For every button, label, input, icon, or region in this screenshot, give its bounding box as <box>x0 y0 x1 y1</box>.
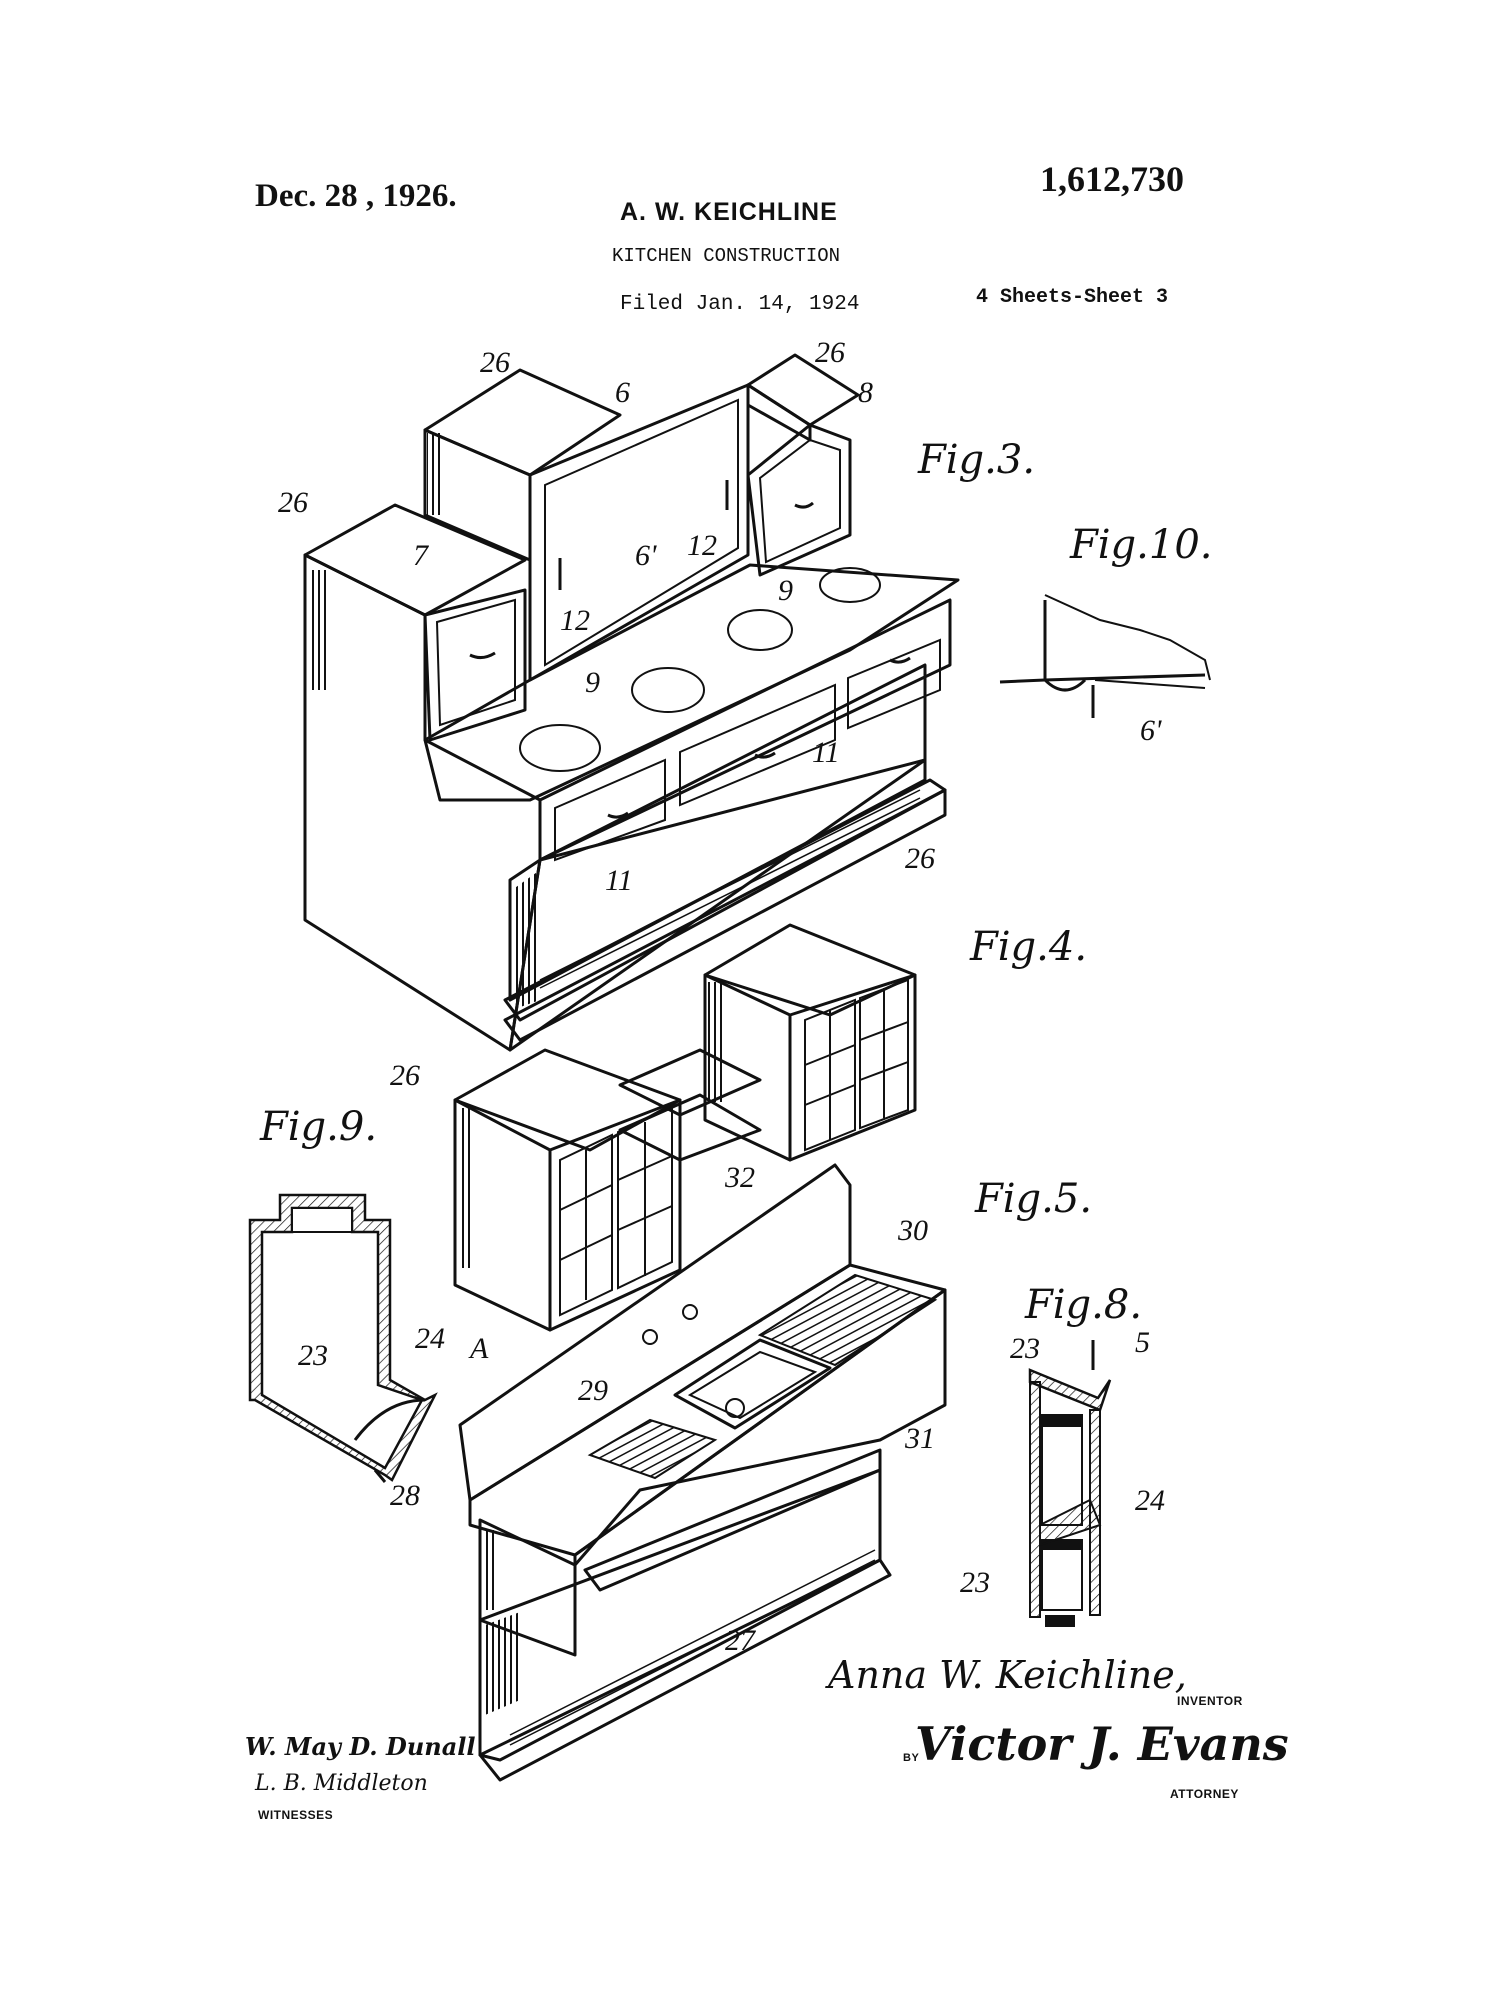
ref-6-prime: 6' <box>1140 714 1162 747</box>
fig-10-label: Fig.10. <box>1069 522 1212 568</box>
ref-6-prime: 6' <box>635 539 657 572</box>
ref-26: 26 <box>390 1059 420 1092</box>
ref-12: 12 <box>560 604 590 637</box>
ref-a: A <box>468 1332 489 1365</box>
ref-24: 24 <box>415 1322 445 1355</box>
ref-6: 6 <box>615 376 630 409</box>
ref-24: 24 <box>1135 1484 1165 1517</box>
ref-11: 11 <box>605 864 633 897</box>
ref-27: 27 <box>725 1624 757 1657</box>
inventor-name: A. W. KEICHLINE <box>620 198 838 226</box>
patent-date: Dec. 28 , 1926. <box>255 178 457 214</box>
fig-8-section <box>1028 1340 1112 1627</box>
ref-5: 5 <box>1135 1326 1150 1359</box>
ref-9: 9 <box>778 574 793 607</box>
sheet-count: 4 Sheets-Sheet 3 <box>976 286 1169 309</box>
ref-29: 29 <box>578 1374 608 1407</box>
ref-30: 30 <box>897 1214 928 1247</box>
ref-28: 28 <box>390 1479 420 1512</box>
ref-26: 26 <box>815 336 845 369</box>
ref-9: 9 <box>585 666 600 699</box>
witnesses-label: WITNESSES <box>258 1808 334 1822</box>
ref-23: 23 <box>1010 1332 1040 1365</box>
fig-4-label: Fig.4. <box>969 924 1087 970</box>
ref-8: 8 <box>858 376 873 409</box>
ref-12: 12 <box>687 529 717 562</box>
reference-numerals: 26 26 26 26 26 6 8 7 12 12 6' 6' 9 9 11 … <box>278 336 1165 1657</box>
attorney-signature: Victor J. Evans <box>915 1717 1289 1771</box>
patent-title: KITCHEN CONSTRUCTION <box>612 245 841 267</box>
ref-23: 23 <box>298 1339 328 1372</box>
ref-26: 26 <box>905 842 935 875</box>
ref-26: 26 <box>480 346 510 379</box>
inventor-label: INVENTOR <box>1177 1694 1243 1708</box>
witness-signature-2: L. B. Middleton <box>254 1771 428 1796</box>
inventor-signature: Anna W. Keichline, <box>825 1653 1187 1697</box>
patent-number: 1,612,730 <box>1040 159 1184 199</box>
fig-3-range <box>303 353 960 1052</box>
ref-23: 23 <box>960 1566 990 1599</box>
fig-9-label: Fig.9. <box>259 1104 377 1150</box>
ref-26: 26 <box>278 486 308 519</box>
ref-32: 32 <box>724 1161 755 1194</box>
fig-4-wall-cabinets <box>453 923 917 1332</box>
witness-signature-1: W. May D. Dunall <box>245 1732 476 1761</box>
fig-3-label: Fig.3. <box>917 437 1035 483</box>
ref-7: 7 <box>413 539 430 572</box>
filed-date: Filed Jan. 14, 1924 <box>620 293 860 316</box>
attorney-label: ATTORNEY <box>1170 1787 1239 1801</box>
fig-9-section <box>248 1193 438 1483</box>
ref-31: 31 <box>904 1422 935 1455</box>
fig-8-label: Fig.8. <box>1024 1282 1142 1328</box>
by-label: BY <box>903 1752 920 1764</box>
ref-11: 11 <box>812 736 840 769</box>
fig-5-label: Fig.5. <box>974 1176 1092 1222</box>
fig-10-section <box>999 594 1211 718</box>
fig-5-sink <box>458 1163 947 1782</box>
